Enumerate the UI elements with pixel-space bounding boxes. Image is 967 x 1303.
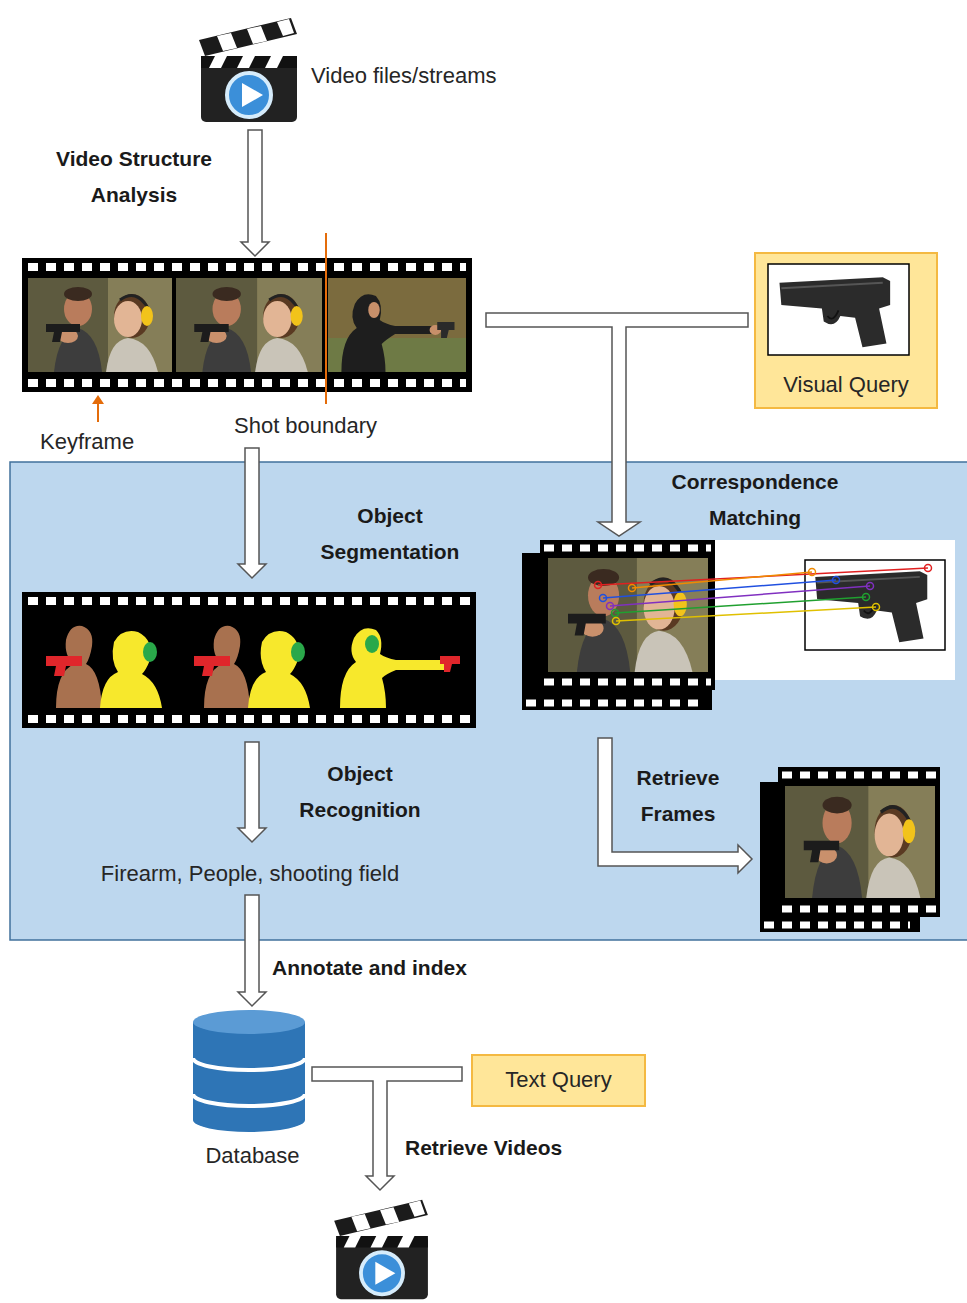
hollow-arrow bbox=[312, 1067, 462, 1190]
keyframe-pointer bbox=[92, 395, 104, 422]
step-label: Retrieve Frames bbox=[616, 760, 740, 832]
hollow-arrow bbox=[598, 738, 752, 873]
step-label: Object Recognition bbox=[280, 756, 440, 828]
database-cylinder bbox=[193, 1010, 305, 1132]
node-text: Shot boundary bbox=[234, 412, 377, 440]
node-text: Visual Query bbox=[755, 371, 937, 399]
diagram-node: Visual Query bbox=[755, 253, 941, 408]
node-text: Keyframe bbox=[40, 428, 134, 456]
hollow-arrow bbox=[238, 895, 266, 1006]
hollow-arrow bbox=[486, 313, 748, 536]
diagram-node: Video files/streams bbox=[193, 10, 573, 128]
node-text: Video files/streams bbox=[311, 62, 496, 90]
diagram-node: Keyframe Shot boundary bbox=[22, 258, 472, 458]
query-box bbox=[755, 253, 937, 408]
video-icon bbox=[199, 18, 297, 122]
edge-label: Annotate and index bbox=[272, 950, 467, 986]
node-text: Database bbox=[180, 1142, 325, 1170]
image-frame bbox=[768, 264, 909, 355]
pistol-image bbox=[779, 277, 890, 347]
video-icon bbox=[334, 1200, 428, 1299]
node-text: Text Query bbox=[472, 1066, 645, 1094]
shot-boundary-line bbox=[325, 233, 327, 404]
step-label: Object Segmentation bbox=[300, 498, 480, 570]
processing-region bbox=[10, 462, 967, 940]
query-box bbox=[472, 1055, 645, 1106]
hollow-arrow bbox=[241, 130, 269, 256]
step-label: Correspondence Matching bbox=[630, 464, 880, 536]
correspondence-frames bbox=[522, 540, 955, 710]
diagram-node: Database bbox=[180, 1008, 329, 1173]
match-lines bbox=[595, 565, 932, 625]
filmstrip bbox=[22, 258, 472, 392]
retrieved-frames bbox=[760, 767, 940, 932]
diagram-node: Text Query bbox=[472, 1055, 649, 1106]
edge-label: Video Structure Analysis bbox=[20, 141, 248, 213]
hollow-arrow bbox=[238, 448, 266, 578]
node-text: Firearm, People, shooting field bbox=[40, 860, 460, 888]
diagram-node: Firearm, People, shooting field bbox=[40, 855, 464, 893]
step-label: Retrieve Videos bbox=[405, 1130, 562, 1166]
segmentation-strip bbox=[22, 592, 476, 728]
hollow-arrow bbox=[238, 742, 266, 842]
